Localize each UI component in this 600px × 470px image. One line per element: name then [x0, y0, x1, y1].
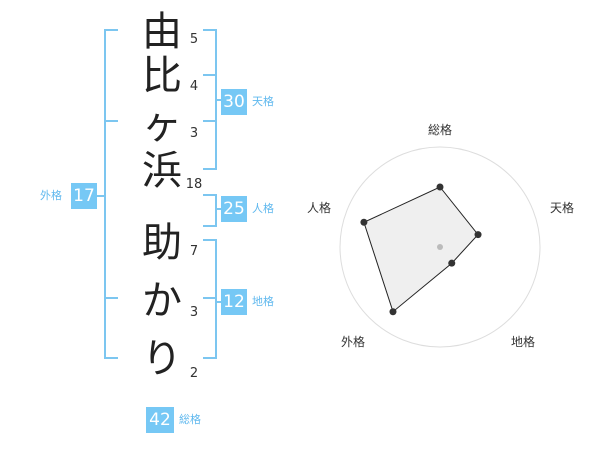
tenkaku-value: 30: [221, 89, 247, 115]
radar-point: [474, 231, 482, 239]
soukaku-value: 42: [146, 407, 174, 433]
stroke-count-7: 2: [189, 366, 199, 381]
stroke-count-5: 7: [189, 244, 199, 259]
stroke-count-1: 5: [189, 32, 199, 47]
tenkaku-label: 天格: [252, 95, 274, 108]
radar-point: [436, 183, 444, 191]
stroke-count-6: 3: [189, 305, 199, 320]
name-char-7: り: [142, 336, 182, 382]
radar-polygon: [363, 186, 479, 313]
chikaku-value: 12: [221, 289, 247, 315]
radar-axis-label-jinkaku: 人格: [307, 201, 332, 215]
soukaku-label: 総格: [179, 413, 201, 426]
gaikaku-label: 外格: [40, 189, 62, 202]
name-char-1: 由: [142, 9, 182, 55]
gaikaku-value: 17: [71, 183, 97, 209]
name-char-5: 助: [142, 220, 182, 266]
radar-point: [360, 218, 368, 226]
name-char-3: ヶ: [142, 102, 182, 148]
jinkaku-label: 人格: [252, 202, 274, 215]
stroke-count-3: 3: [189, 126, 199, 141]
jinkaku-value: 25: [221, 196, 247, 222]
stroke-count-2: 4: [189, 79, 199, 94]
radar-center-dot: [437, 244, 443, 250]
name-char-2: 比: [142, 53, 182, 99]
name-char-6: か: [142, 278, 182, 324]
name-char-4: 浜: [142, 148, 182, 194]
radar-axis-label-chikaku: 地格: [511, 335, 536, 349]
radar-axis-label-gaikaku: 外格: [341, 335, 366, 349]
radar-axis-label-soukaku: 総格: [428, 123, 453, 137]
stroke-count-4: 18: [185, 177, 203, 192]
radar-point: [448, 259, 456, 267]
radar-point: [389, 308, 397, 316]
radar-axis-label-tenkaku: 天格: [550, 201, 575, 215]
chikaku-label: 地格: [252, 295, 274, 308]
